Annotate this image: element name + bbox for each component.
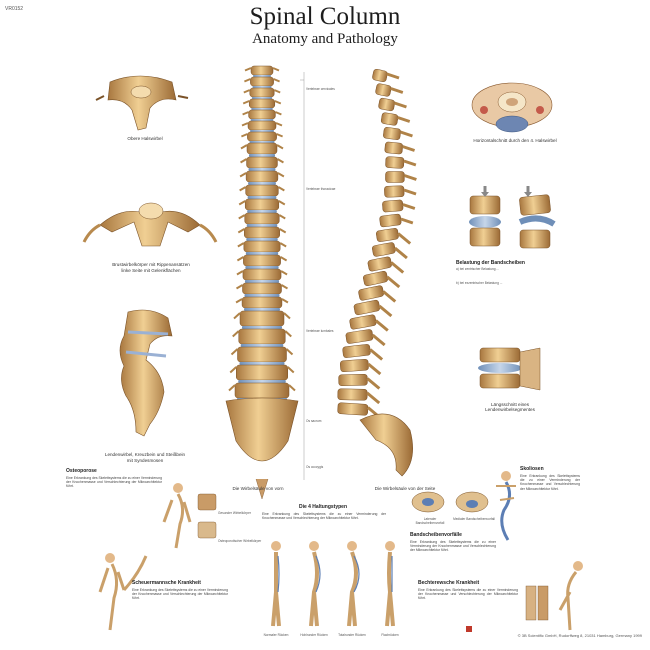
- poster-title: Spinal Column: [249, 3, 401, 30]
- region-label-thoracic: Vertebrae thoracicae: [306, 187, 336, 191]
- catalog-code: VR0152: [5, 6, 24, 12]
- thoracic-vertebra-figure: [82, 202, 218, 247]
- posture-label-1: Normaler Rücken: [263, 633, 289, 637]
- disc-load-figure: [469, 186, 556, 249]
- heading-scoliosis: Skoliosen: [520, 466, 544, 472]
- caption-side-view: Die Wirbelsäule von der Seite: [374, 486, 436, 491]
- caption-disc-load: Belastung der Bandscheiben: [456, 260, 525, 266]
- cervical-vertebra-figure: [95, 75, 189, 131]
- paragraph-bechterew: Eine Erkrankung des Skelettsystems die z…: [418, 588, 518, 601]
- region-label-coccyx: Os coccygis: [306, 465, 324, 469]
- paragraph-scheuermann: Eine Erkrankung des Skelettsystems die z…: [132, 588, 228, 601]
- scheuermann-figure: [98, 553, 148, 631]
- caption-thoracic-vertebra-sub: linke Seite mit Gelenkflächen: [121, 268, 181, 273]
- paragraph-disc-prolapse: Eine Erkrankung des Skelettsystems die z…: [410, 540, 496, 553]
- paragraph-osteoporosis: Eine Erkrankung des Skelettsystems die z…: [66, 476, 162, 489]
- heading-scheuermann: Scheuermannsche Krankheit: [132, 580, 201, 586]
- heading-disc-prolapse: Bandscheibenvorfälle: [410, 532, 462, 538]
- spine-side-view: [337, 68, 417, 477]
- caption-disc-load-a: a) bei zentrischer Belastung ...: [456, 267, 500, 271]
- poster-subtitle: Anatomy and Pathology: [252, 31, 398, 47]
- label-medial-prolapse: Medialer Bandscheibenvorfall: [453, 517, 495, 521]
- heading-posture: Die 4 Haltungstypen: [298, 504, 348, 510]
- caption-lumbar-sacrum: Lendenwirbel, Kreuzbein und Steißbein: [104, 452, 186, 457]
- region-label-lumbar: Vertebrae lumbales: [306, 329, 334, 333]
- longitudinal-section-figure: [478, 347, 541, 391]
- caption-front-view: Die Wirbelsäule von vorn: [232, 486, 284, 491]
- posture-figures: [271, 541, 395, 627]
- caption-cross-section: Horizontalschnitt durch den 4. Halswirbe…: [473, 138, 557, 143]
- caption-disc-load-b: b) bei exzentrischer Belastung ...: [456, 281, 503, 285]
- caption-thoracic-vertebra: Brustwirbelkörper mit Rippenansätzen: [112, 262, 190, 267]
- region-label-cervical: Vertebrae cervicales: [306, 87, 335, 91]
- label-osteoporotic-vertebra: Osteoporotischer Wirbelkörper: [218, 539, 262, 543]
- heading-osteoporosis: Osteoporose: [66, 468, 97, 474]
- paragraph-scoliosis: Eine Erkrankung des Skelettsystems die z…: [520, 474, 580, 491]
- publisher-note: © 3B Scientific GmbH, Rudorffweg 8, 2103…: [517, 633, 642, 638]
- scoliosis-figure: [496, 471, 516, 541]
- cross-section-figure: [471, 82, 553, 133]
- label-lateral-prolapse: Lateraler Bandscheibenvorfall: [415, 517, 445, 525]
- bechterew-figure: [525, 561, 583, 631]
- heading-bechterew: Bechterewsche Krankheit: [418, 580, 480, 586]
- osteoporosis-figure: [162, 483, 217, 549]
- posture-label-4: Flachrücken: [381, 633, 399, 637]
- paragraph-posture: Eine Erkrankung des Skelettsystems die z…: [262, 512, 386, 521]
- caption-long-section: Längsschnitt eines Lendenwirbelsegmentes: [485, 402, 535, 413]
- spine-front-view: [225, 65, 299, 500]
- posture-label-3: Totalrunder Rücken: [338, 633, 366, 637]
- label-healthy-vertebra: Gesunder Wirbelkörper: [218, 511, 251, 515]
- posture-label-2: Hohlrunder Rücken: [300, 633, 328, 637]
- disc-prolapse-figure: [411, 491, 489, 513]
- caption-lumbar-sacrum-sub: mit Syndesmosen: [126, 458, 164, 463]
- region-label-sacrum: Os sacrum: [306, 419, 322, 423]
- caption-cervical-vertebra: Obere Halswirbel: [127, 136, 163, 141]
- lumbar-sacrum-figure: [119, 309, 173, 437]
